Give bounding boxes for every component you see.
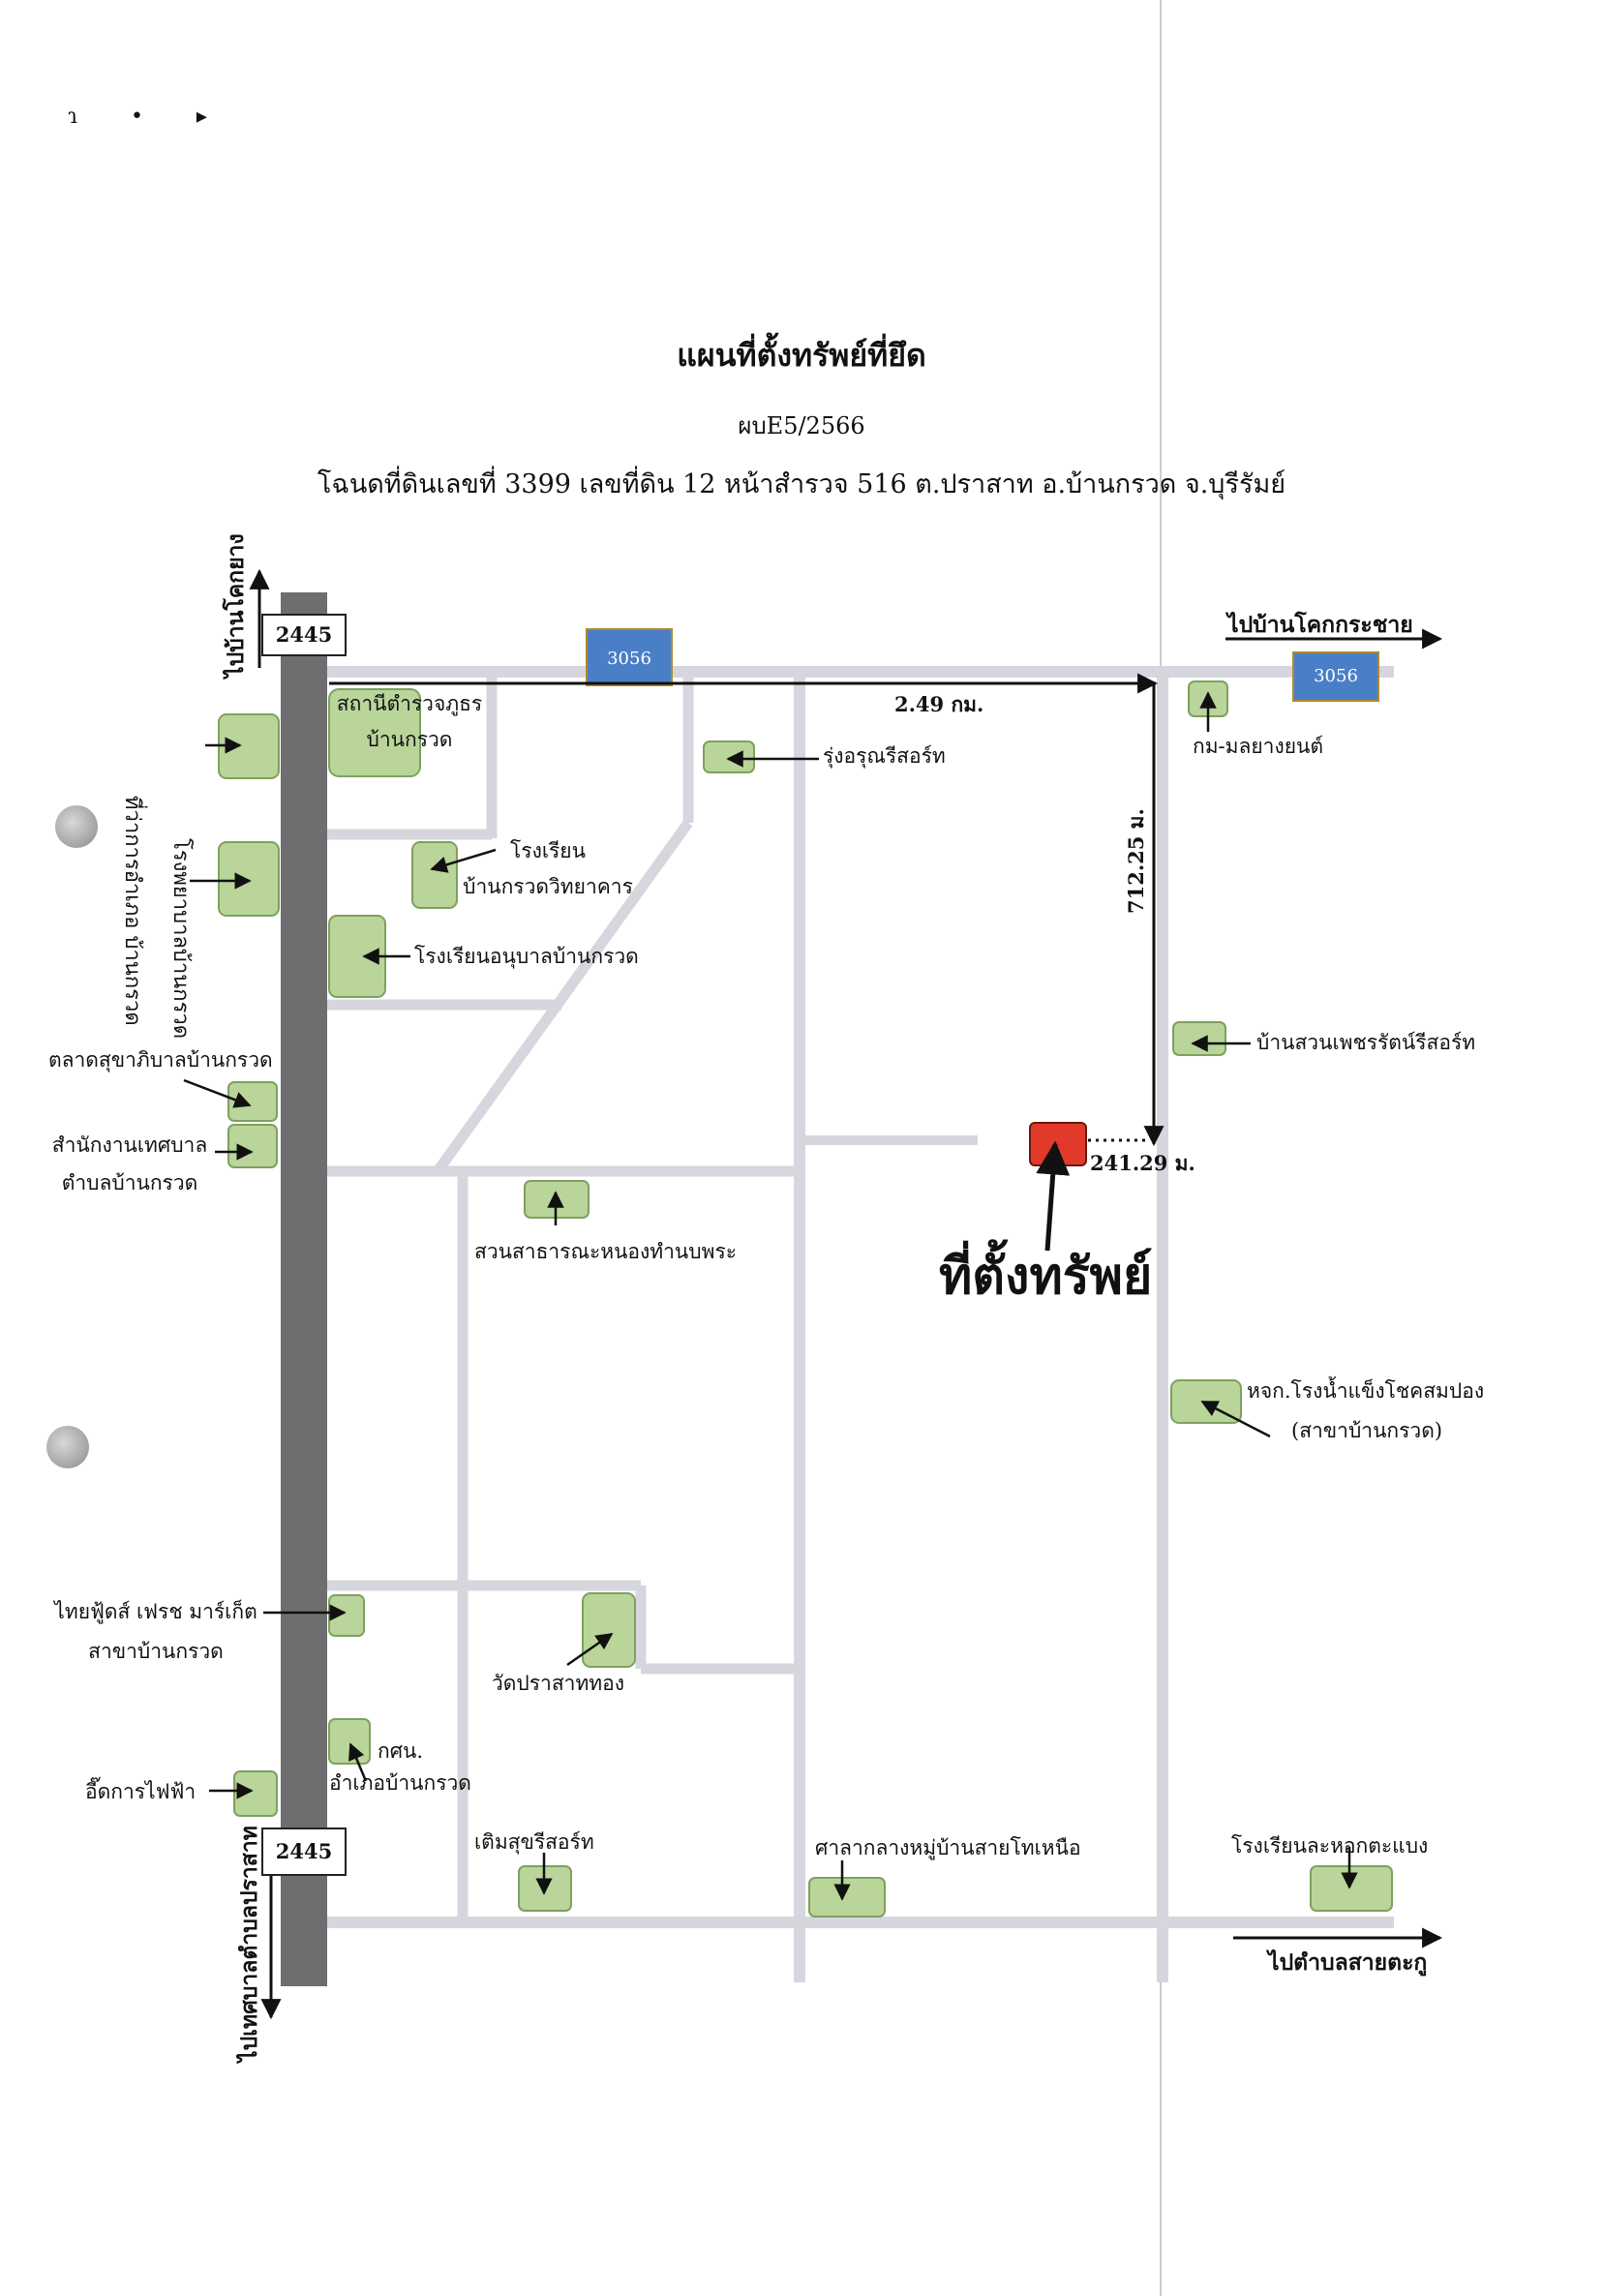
landmark-box-temple (582, 1592, 636, 1668)
label-resort-rung: รุ่งอรุณรีสอร์ท (823, 744, 946, 768)
landmark-box-school-lahok (1310, 1865, 1393, 1912)
label-thaifoods-line1: ไทยฟู้ดส์ เฟรช มาร์เก็ต (54, 1600, 257, 1623)
label-thaifoods-line2: สาขาบ้านกรวด (88, 1640, 224, 1664)
label-market: ตลาดสุขาภิบาลบ้านกรวด (48, 1048, 273, 1072)
label-gsn: กศน. อำเภอบ้านกรวด (329, 1738, 471, 1798)
road-diagonal (433, 819, 693, 1175)
landmark-box-police (328, 688, 421, 777)
property-marker (1029, 1122, 1087, 1166)
label-hospital: โรงพยาบาลบ้านกรวด (168, 838, 193, 1040)
label-ice: หจก.โรงน้ำแข็งโชคสมปอง (สาขาบ้านกรวด) (1247, 1378, 1484, 1445)
landmark-box-municipal (227, 1124, 278, 1168)
landmark-box-sala (808, 1877, 886, 1918)
label-municipal-line2: ตำบลบ้านกรวด (61, 1171, 198, 1195)
map-title: แผนที่ตั้งทรัพย์ที่ยึด (677, 337, 926, 374)
punch-hole-top (55, 805, 98, 848)
pointer-temple (566, 1632, 614, 1667)
landmark-box-resort-rung (703, 740, 755, 773)
landmark-box-hospital (218, 841, 280, 917)
highway-2445-label-top: 2445 (261, 614, 347, 656)
label-resort-petch: บ้านสวนเพชรรัตน์รีสอร์ท (1256, 1031, 1476, 1054)
label-km-yamaha: กม-มลยางยนต์ (1193, 735, 1324, 758)
route-3056-label-left: 3056 (607, 649, 651, 669)
label-school-lahok: โรงเรียนละหอกตะแบง (1231, 1834, 1429, 1858)
label-sala: ศาลากลางหมู่บ้านสายโทเหนือ (815, 1836, 1081, 1859)
landmark-boxes (218, 680, 1393, 1918)
label-school1: โรงเรียน บ้านกรวดวิทยาคาร (451, 838, 645, 901)
label-resort-toem: เติมสุขรีสอร์ท (474, 1830, 594, 1854)
landmark-box-resort-petch (1172, 1021, 1226, 1056)
label-ice-line1: หจก.โรงน้ำแข็งโชคสมปอง (1247, 1379, 1485, 1403)
label-temple: วัดปราสาททอง (492, 1672, 624, 1695)
route-3056-badge-left (586, 628, 673, 686)
case-number: ผบE5/2566 (738, 412, 865, 439)
label-gsn-line1: กศน. (378, 1739, 424, 1763)
pointer-school1 (430, 848, 497, 873)
label-school1-line1: โรงเรียน (510, 839, 586, 862)
label-district-office: ที่ว่าการอำเภอ บ้านกรวด (120, 796, 144, 1026)
label-gsn-line2: อำเภอบ้านกรวด (329, 1771, 471, 1796)
distance-horizontal: 2.49 กม. (894, 692, 984, 716)
label-ice-line2: (สาขาบ้านกรวด) (1291, 1419, 1443, 1443)
label-electric: อี๊ดการไฟฟ้า (85, 1780, 197, 1803)
direction-south: ไปเทศบาลตำบลปราสาท (236, 1826, 262, 2062)
landmark-box-thaifoods (328, 1594, 365, 1637)
label-kindergarten: โรงเรียนอนุบาลบ้านกรวด (414, 945, 639, 968)
route-3056-badge-right (1292, 651, 1379, 702)
label-police-line2: บ้านกรวด (366, 728, 453, 752)
label-park: สวนสาธารณะหนองทำนบพระ (474, 1240, 738, 1263)
direction-north: ไปบ้านโคกยาง (223, 533, 249, 678)
pointer-property (1036, 1140, 1071, 1252)
punch-hole-bottom (46, 1426, 89, 1468)
pointer-market (183, 1078, 252, 1108)
direction-east-bottom: ไปตำบลสายตะกู (1268, 1949, 1428, 1976)
property-label: ที่ตั้งทรัพย์ (939, 1247, 1153, 1306)
label-municipal: สำนักงานเทศบาล ตำบลบ้านกรวด (45, 1133, 215, 1197)
label-municipal-line1: สำนักงานเทศบาล (51, 1133, 208, 1157)
landmark-box-market (227, 1081, 278, 1122)
label-police: สถานีตำรวจภูธร บ้านกรวด (327, 691, 492, 754)
landmark-box-electric (233, 1770, 278, 1817)
route-3056-label-right: 3056 (1314, 666, 1358, 686)
pointer-ice (1200, 1400, 1271, 1438)
corner-marks: ɿ • ▸ (68, 105, 230, 129)
deed-description: โฉนดที่ดินเลขที่ 3399 เลขที่ดิน 12 หน้าส… (317, 469, 1286, 499)
road-network (281, 666, 1394, 1982)
distance-to-property: 241.29 ม. (1090, 1151, 1195, 1175)
pointer-gsn (348, 1742, 368, 1782)
label-school1-line2: บ้านกรวดวิทยาคาร (463, 875, 633, 899)
distance-vertical: 712.25 ม. (1124, 808, 1148, 914)
label-police-line1: สถานีตำรวจภูธร (336, 692, 483, 715)
highway-2445 (281, 592, 327, 1986)
highway-2445-label-bottom: 2445 (261, 1828, 347, 1876)
label-thaifoods: ไทยฟู้ดส์ เฟรช มาร์เก็ต สาขาบ้านกรวด (50, 1599, 261, 1666)
direction-east-top: ไปบ้านโคกกระชาย (1227, 612, 1413, 638)
